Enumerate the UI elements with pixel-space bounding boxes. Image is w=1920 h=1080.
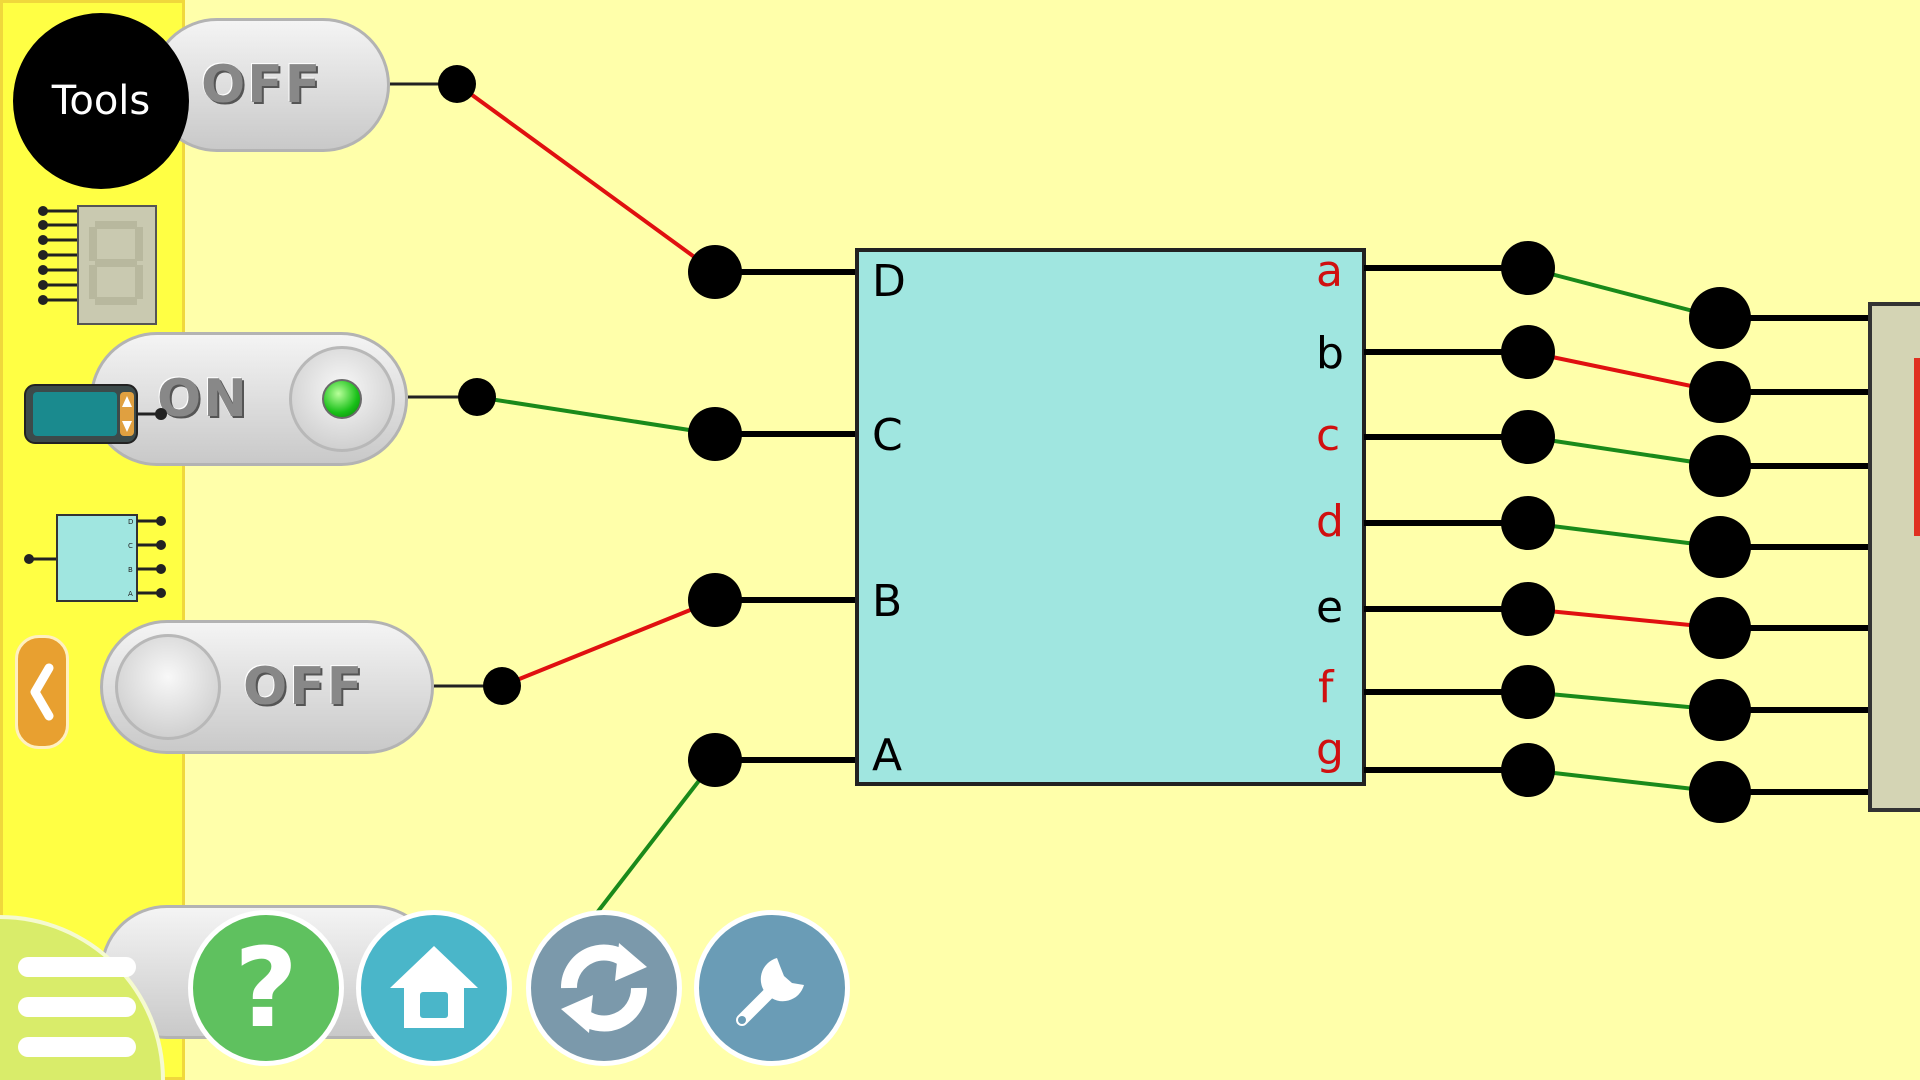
- display-input-d-node[interactable]: [1689, 516, 1751, 578]
- tool-bcd-decoder[interactable]: D C B A: [23, 511, 173, 611]
- reset-icon: [560, 943, 648, 1033]
- tools-title: Tools: [13, 13, 189, 189]
- decoder-label-out-c: c: [1316, 410, 1341, 461]
- help-icon: ?: [234, 924, 298, 1052]
- decoder-label-out-d: d: [1316, 496, 1344, 547]
- seven-segment-icon: [38, 205, 157, 325]
- wire-b-out: [1527, 350, 1721, 394]
- menu-icon-bar: [18, 1037, 136, 1057]
- decoder-input-b-node[interactable]: [688, 573, 742, 627]
- switch-d-node[interactable]: [438, 65, 476, 103]
- menu-icon-bar: [18, 957, 136, 977]
- decoder-input-c-node[interactable]: [688, 407, 742, 461]
- decoder-label-out-g: g: [1316, 724, 1344, 775]
- wire-c: [476, 395, 716, 436]
- switch-c[interactable]: ON: [90, 332, 408, 466]
- decoder-label-out-a: a: [1316, 246, 1343, 297]
- decoder-label-out-f: f: [1318, 662, 1334, 713]
- decoder-label-c: C: [872, 410, 903, 461]
- tools-sidebar: Tools: [0, 0, 189, 1080]
- seven-segment-display[interactable]: [1868, 302, 1920, 812]
- tool-number-input[interactable]: [23, 381, 173, 451]
- decoder-output-c-node[interactable]: [1501, 410, 1555, 464]
- switch-c-node[interactable]: [458, 378, 496, 416]
- decoder-output-f-node[interactable]: [1501, 665, 1555, 719]
- wire-d-out: [1527, 521, 1721, 549]
- wire-c-out: [1527, 435, 1721, 468]
- display-segment-lit: [1914, 358, 1920, 536]
- wire-b: [501, 598, 716, 688]
- switch-d-label: OFF: [201, 55, 323, 115]
- display-input-c-node[interactable]: [1689, 435, 1751, 497]
- decoder-output-d-node[interactable]: [1501, 496, 1555, 550]
- display-input-e-node[interactable]: [1689, 597, 1751, 659]
- decoder-icon: D C B A: [24, 514, 166, 602]
- settings-button[interactable]: [694, 910, 850, 1066]
- decoder-label-out-b: b: [1316, 328, 1344, 379]
- reset-button[interactable]: [526, 910, 682, 1066]
- display-input-b-node[interactable]: [1689, 361, 1751, 423]
- decoder-label-out-e: e: [1316, 582, 1344, 633]
- home-icon: [390, 946, 478, 1028]
- decoder-label-b: B: [872, 576, 903, 627]
- display-input-g-node[interactable]: [1689, 761, 1751, 823]
- tool-seven-segment-display[interactable]: [33, 203, 163, 337]
- decoder-output-g-node[interactable]: [1501, 743, 1555, 797]
- svg-text:A: A: [128, 590, 133, 598]
- wire-f-out: [1527, 690, 1721, 712]
- switch-b-label: OFF: [243, 657, 365, 717]
- decoder-label-a: A: [872, 730, 903, 781]
- collapse-sidebar-button[interactable]: [15, 635, 69, 749]
- decoder-output-a-node[interactable]: [1501, 241, 1555, 295]
- bcd-decoder-body[interactable]: [855, 248, 1366, 786]
- switch-d[interactable]: OFF: [150, 18, 390, 152]
- svg-text:C: C: [128, 542, 133, 550]
- wire-g-out: [1527, 768, 1721, 794]
- display-input-f-node[interactable]: [1689, 679, 1751, 741]
- decoder-label-d: D: [872, 256, 906, 307]
- switch-b-node[interactable]: [483, 667, 521, 705]
- help-button[interactable]: ?: [188, 910, 344, 1066]
- menu-icon-bar: [18, 997, 136, 1017]
- switch-b[interactable]: OFF: [100, 620, 434, 754]
- number-input-icon: [24, 384, 167, 444]
- chevron-left-icon: [30, 663, 54, 721]
- wire-a-out: [1527, 266, 1721, 320]
- svg-text:D: D: [128, 518, 133, 526]
- switch-c-knob: [289, 346, 395, 452]
- wrench-icon: [736, 958, 804, 1026]
- wire-d: [455, 82, 717, 274]
- decoder-output-e-node[interactable]: [1501, 582, 1555, 636]
- home-button[interactable]: [356, 910, 512, 1066]
- led-on-icon: [322, 379, 362, 419]
- decoder-input-d-node[interactable]: [688, 245, 742, 299]
- display-input-a-node[interactable]: [1689, 287, 1751, 349]
- decoder-output-b-node[interactable]: [1501, 325, 1555, 379]
- switch-c-label: ON: [157, 369, 249, 429]
- svg-text:B: B: [128, 566, 133, 574]
- switch-b-knob: [115, 634, 221, 740]
- decoder-input-a-node[interactable]: [688, 733, 742, 787]
- wire-e-out: [1527, 607, 1721, 630]
